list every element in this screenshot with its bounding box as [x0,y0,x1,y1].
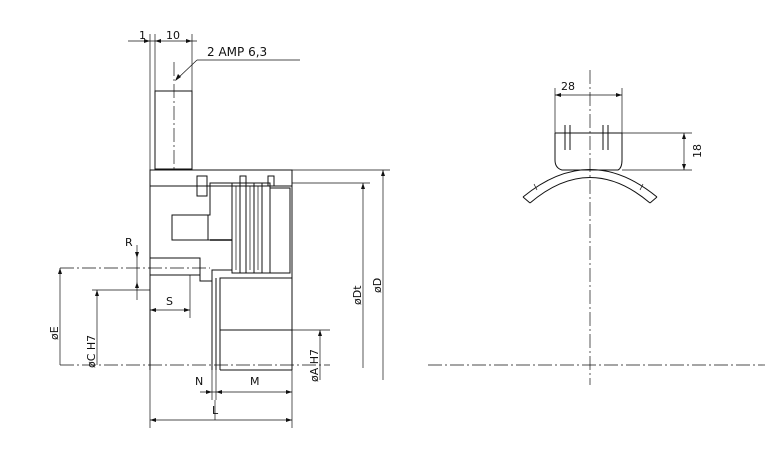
label-S: S [166,295,173,308]
dim-A: øA H7 [292,329,330,382]
label-C: øC H7 [85,335,98,368]
label-E: øE [48,326,61,340]
label-Dt: øDt [351,285,364,305]
label-D: øD [371,278,384,293]
mounting-bolt [60,257,210,370]
hub [211,170,293,371]
dim-C: øC H7 [85,289,150,368]
top-dimension-1-10: 1 10 [128,29,197,172]
dim-28-label: 28 [561,80,575,93]
dim-10-label: 10 [166,29,180,42]
dim-18-label: 18 [691,144,704,158]
dim-R: R [125,236,139,300]
dim-N-M: N M [195,370,293,400]
terminal-note-leader: 2 AMP 6,3 [175,45,300,81]
label-R: R [125,236,133,249]
label-A: øA H7 [308,349,321,382]
main-section-view: 1 10 2 AMP 6,3 [48,29,390,428]
dim-D: øD [292,169,390,380]
dim-L: L [149,370,293,428]
detail-terminal-view: 28 18 [428,70,765,385]
housing-body [149,169,293,282]
label-L: L [212,404,219,417]
terminal-pin [154,62,193,170]
dim-E: øE [48,268,62,365]
label-M: M [250,375,260,388]
dim-S: S [150,275,191,318]
terminal-note: 2 AMP 6,3 [207,45,267,59]
dim-Dt: øDt [292,182,370,368]
dim-1-label: 1 [139,29,146,42]
dim-18: 18 [622,132,704,171]
armature-discs [210,175,291,274]
dim-28: 28 [554,80,623,133]
coil-winding [171,214,209,241]
label-N: N [195,375,203,388]
